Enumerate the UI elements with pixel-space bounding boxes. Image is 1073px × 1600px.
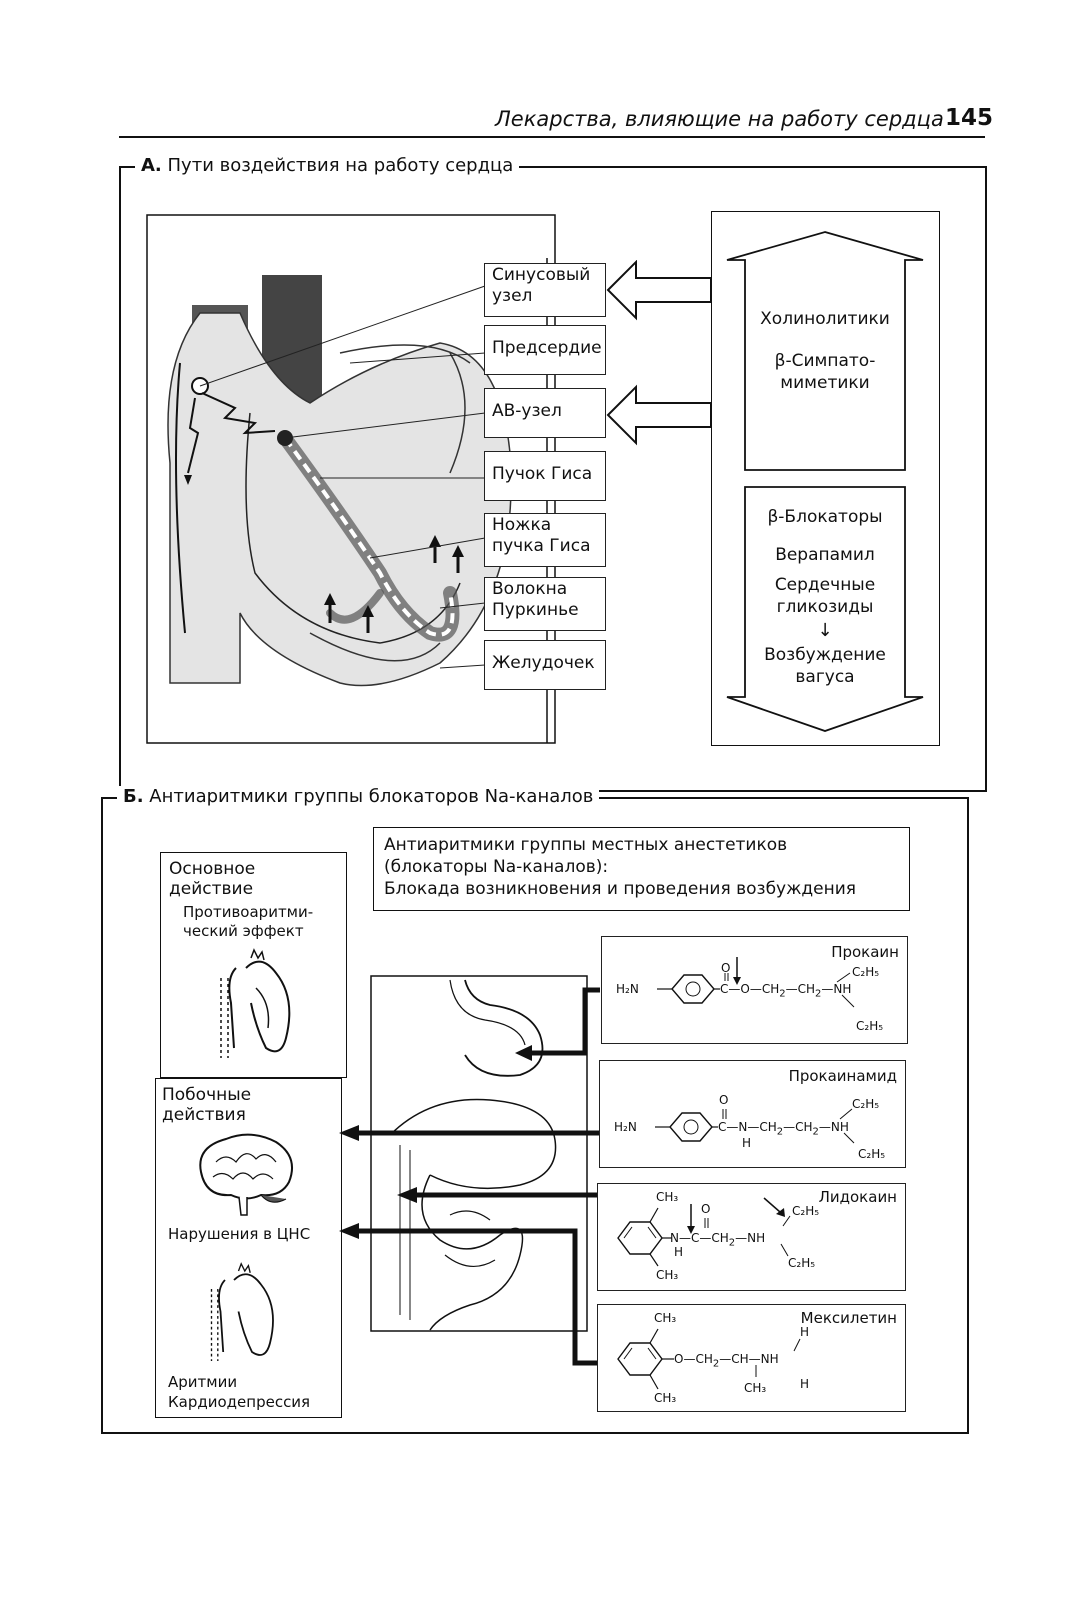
procainamide-chain: C—N—CH2—CH2—NH (718, 1120, 849, 1138)
upper-drugs: Холинолитики β-Симпато-миметики (745, 308, 905, 394)
section-a-letter: А. (141, 155, 162, 176)
lidocaine-h: H (674, 1245, 684, 1259)
procainamide-h: H (742, 1136, 752, 1150)
drug-beta-blockers: β-Блокаторы (767, 507, 883, 527)
up-arrow-shape (726, 231, 924, 471)
arrhythmia: Аритмии (168, 1373, 238, 1391)
procainamide-c2h5-bottom: C₂H₅ (858, 1147, 886, 1161)
mexiletine-box: Мексилетин CH₃ O—CH2—CH—NH H H CH₃ CH₃ (597, 1304, 906, 1412)
heart-icon-side (210, 1262, 274, 1361)
procaine-box: Прокаин H₂N O C—O—CH2—CH2—NH C₂H₅ C₂H₅ (601, 936, 908, 1044)
lidocaine-o: O (701, 1202, 711, 1216)
procaine-o: O (721, 961, 731, 975)
procainamide-o: O (719, 1093, 729, 1107)
label-bundle-branch: Ножка пучка Гиса (484, 513, 606, 567)
procaine-chain: C—O—CH2—CH2—NH (720, 982, 852, 1000)
drug-verapamil: Верапамил (775, 545, 875, 565)
procainamide-box: Прокаинамид H₂N O C—N—CH2—CH2—NH H C₂H₅ … (599, 1060, 906, 1168)
label-av-node: АВ-узел (484, 388, 606, 438)
cardiodepression: Кардиодепрессия (168, 1393, 311, 1411)
procaine-c2h5-top: C₂H₅ (852, 965, 880, 979)
procaine-name: Прокаин (831, 943, 899, 961)
procainamide-c2h5-top: C₂H₅ (852, 1097, 880, 1111)
section-b-title: Б. Антиаритмики группы блокаторов Na-кан… (117, 786, 600, 807)
info-line-1: Антиаритмики группы местных анестетиков (384, 835, 788, 855)
label-ventricle: Желудочек (484, 640, 606, 690)
lidocaine-c2h5-top: C₂H₅ (792, 1204, 820, 1218)
main-action-heading: Основное действие (169, 859, 256, 899)
mexiletine-ch3-mid: CH₃ (744, 1381, 767, 1395)
drug-vagus-excitation: Возбуждение вагуса (764, 645, 886, 687)
drug-panel (711, 211, 940, 746)
lidocaine-name: Лидокаин (818, 1188, 897, 1206)
label-atrium: Предсердие (484, 325, 606, 375)
procaine-h2n: H₂N (616, 982, 639, 996)
info-line-3: Блокада возникновения и проведения возбу… (384, 879, 857, 899)
procaine-c2h5-bottom: C₂H₅ (856, 1019, 884, 1033)
procainamide-h2n: H₂N (614, 1120, 637, 1134)
label-sinus-node: Синусовый узел (484, 263, 606, 317)
section-b-letter: Б. (123, 786, 144, 807)
mexiletine-ch3-bottom: CH₃ (654, 1391, 677, 1405)
heart-icon (220, 948, 291, 1058)
cns-disorders: Нарушения в ЦНС (168, 1225, 311, 1243)
lidocaine-box: Лидокаин CH₃ O N—C—CH2—NH H CH₃ C₂H₅ C₂H… (597, 1183, 906, 1291)
mexiletine-chain: O—CH2—CH—NH (674, 1352, 779, 1370)
lidocaine-ch3-top: CH₃ (656, 1190, 679, 1204)
side-effects-box: Побочные действия Нарушения в ЦНС Аритми… (155, 1078, 342, 1418)
section-a-title-text: Пути воздействия на работу сердца (167, 155, 514, 176)
brain-icon (199, 1133, 293, 1216)
down-arrow-shape (726, 486, 924, 732)
gi-tract-illustration (370, 975, 588, 1332)
drug-anticholinergics: Холинолитики (760, 309, 890, 329)
section-a-title: А. Пути воздействия на работу сердца (135, 155, 520, 176)
label-bundle-his: Пучок Гиса (484, 451, 606, 501)
procainamide-name: Прокаинамид (788, 1067, 897, 1085)
page-number: 145 (945, 105, 994, 131)
main-action-text: Противоаритми-ческий эффект (183, 903, 314, 940)
drug-cardiac-glycosides: Сердечные гликозиды (774, 575, 876, 617)
info-box: Антиаритмики группы местных анестетиков … (373, 827, 910, 911)
mexiletine-h-bottom: H (800, 1377, 810, 1391)
lower-drugs: β-Блокаторы Верапамил Сердечные гликозид… (745, 506, 905, 688)
connector-arrows (339, 987, 600, 1366)
section-b-title-text: Антиаритмики группы блокаторов Na-канало… (149, 786, 594, 807)
mexiletine-ch3-top: CH₃ (654, 1311, 677, 1325)
mexiletine-structure (617, 1328, 801, 1390)
header-rule (119, 136, 985, 138)
main-action-box: Основное действие Противоаритми-ческий э… (160, 852, 347, 1078)
lidocaine-c2h5-bottom: C₂H₅ (788, 1256, 816, 1270)
procaine-structure (657, 957, 855, 1008)
mexiletine-h-top: H (800, 1325, 810, 1339)
lidocaine-chain: N—C—CH2—NH (670, 1231, 766, 1249)
running-title: Лекарства, влияющие на работу сердца (495, 107, 944, 131)
lidocaine-structure (617, 1197, 791, 1267)
label-purkinje: Волокна Пуркинье (484, 577, 606, 631)
action-arrows (606, 260, 712, 446)
down-arrow-icon: ↓ (817, 620, 833, 641)
lidocaine-ch3-bottom: CH₃ (656, 1268, 679, 1282)
drug-beta-sympathomimetics: β-Симпато-миметики (774, 351, 876, 393)
info-line-2: (блокаторы Na-каналов): (384, 857, 609, 877)
side-effects-heading: Побочные действия (162, 1085, 252, 1125)
mexiletine-name: Мексилетин (800, 1309, 897, 1327)
procainamide-structure (655, 1108, 855, 1144)
